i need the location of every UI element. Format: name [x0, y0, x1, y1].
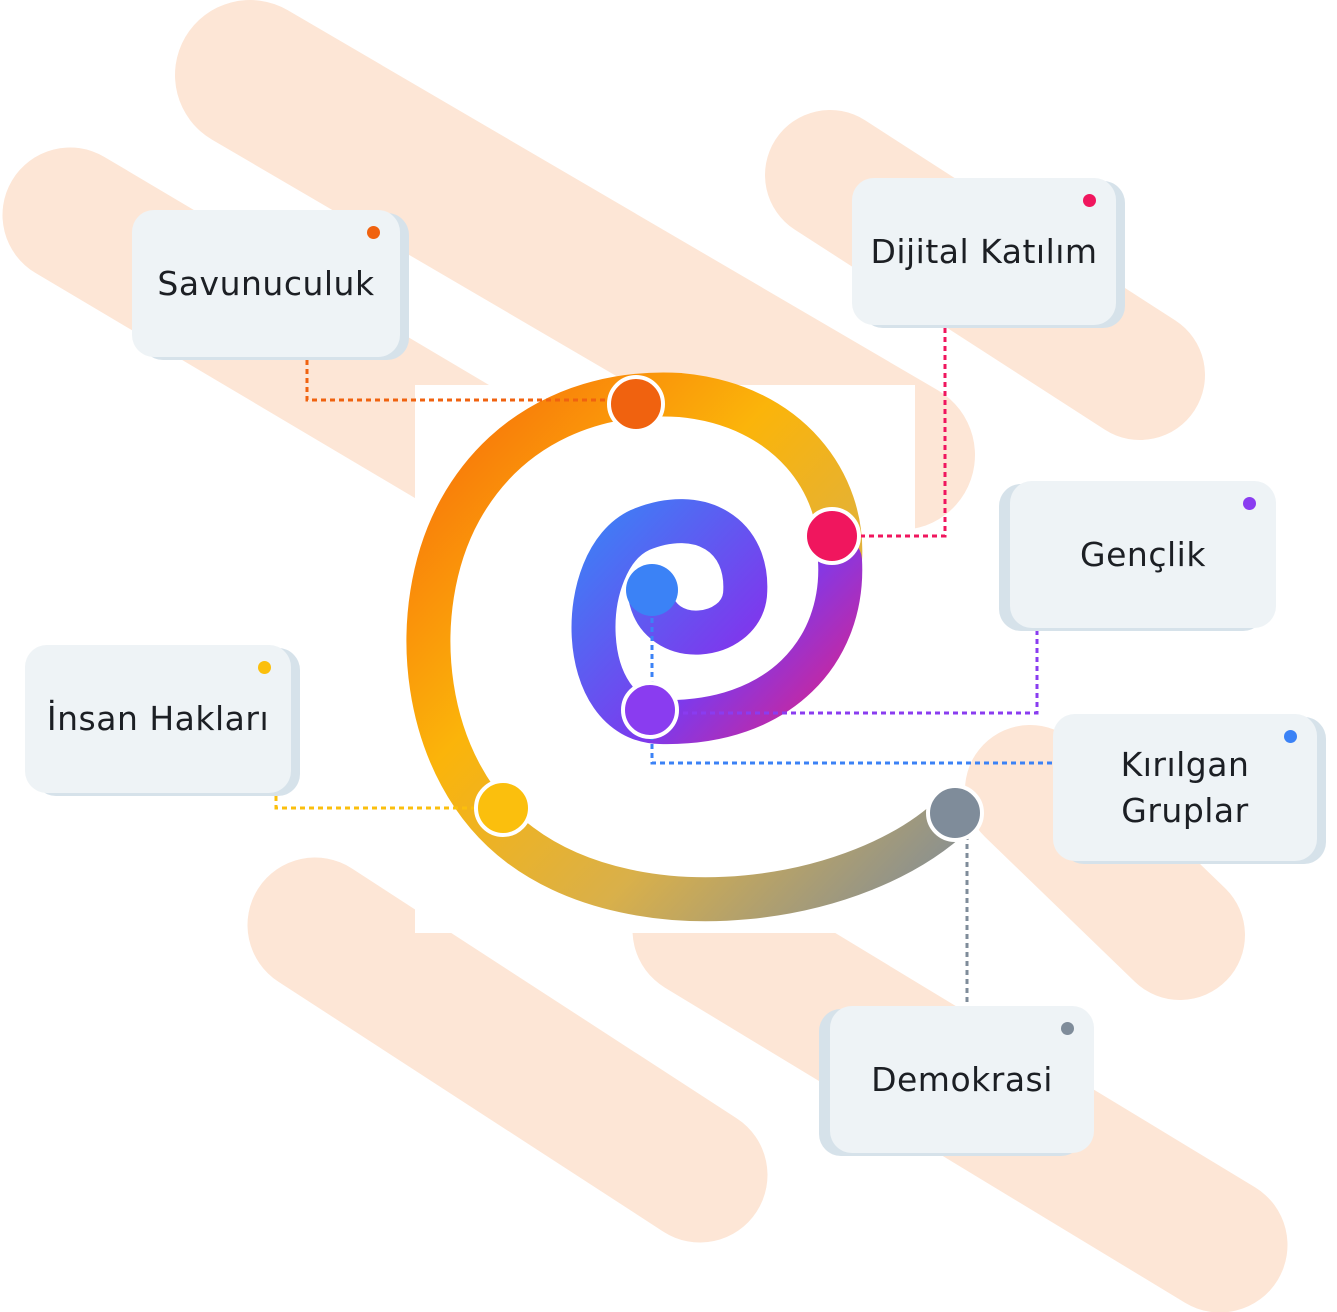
connector-lines	[274, 328, 1052, 1004]
card-dot	[367, 226, 380, 239]
spiral-inner-arc	[571, 499, 863, 745]
card-label: Gençlik	[1080, 534, 1206, 574]
connector-savunuculuk	[305, 360, 636, 402]
card-label: Savunuculuk	[157, 263, 375, 303]
card-insan-haklari[interactable]: İnsan Hakları	[25, 645, 291, 793]
card-label: İnsan Hakları	[46, 699, 270, 738]
connector-genclik	[650, 630, 1039, 715]
card-dot	[1284, 730, 1297, 743]
card-dot	[258, 661, 271, 674]
card-demokrasi[interactable]: Demokrasi	[830, 1006, 1094, 1153]
card-label: Kırılgan Gruplar	[1120, 744, 1250, 830]
spiral-center	[626, 564, 678, 616]
spiral-path	[406, 372, 977, 922]
spiral-outer-arc	[406, 372, 977, 922]
spiral-markers	[474, 375, 984, 842]
connector-dijital-katilim	[832, 328, 947, 538]
connector-insan-haklari	[274, 796, 503, 810]
marker-demokrasi	[926, 784, 984, 842]
card-dot	[1243, 497, 1256, 510]
card-kirilgan-gruplar[interactable]: Kırılgan Gruplar	[1053, 714, 1317, 861]
card-genclik[interactable]: Gençlik	[1010, 481, 1276, 628]
connector-kirilgan-gruplar	[650, 600, 1052, 765]
marker-dijital-katilim	[803, 507, 861, 565]
marker-genclik	[621, 681, 679, 739]
card-dijital-katilim[interactable]: Dijital Katılım	[852, 178, 1116, 325]
card-savunuculuk[interactable]: Savunuculuk	[132, 210, 400, 357]
card-label: Demokrasi	[871, 1059, 1053, 1099]
card-dot	[1083, 194, 1096, 207]
marker-insan-haklari	[474, 779, 532, 837]
card-label: Dijital Katılım	[870, 231, 1098, 271]
background-stripe	[247, 857, 768, 1243]
card-dot	[1061, 1022, 1074, 1035]
marker-savunuculuk	[607, 375, 665, 433]
